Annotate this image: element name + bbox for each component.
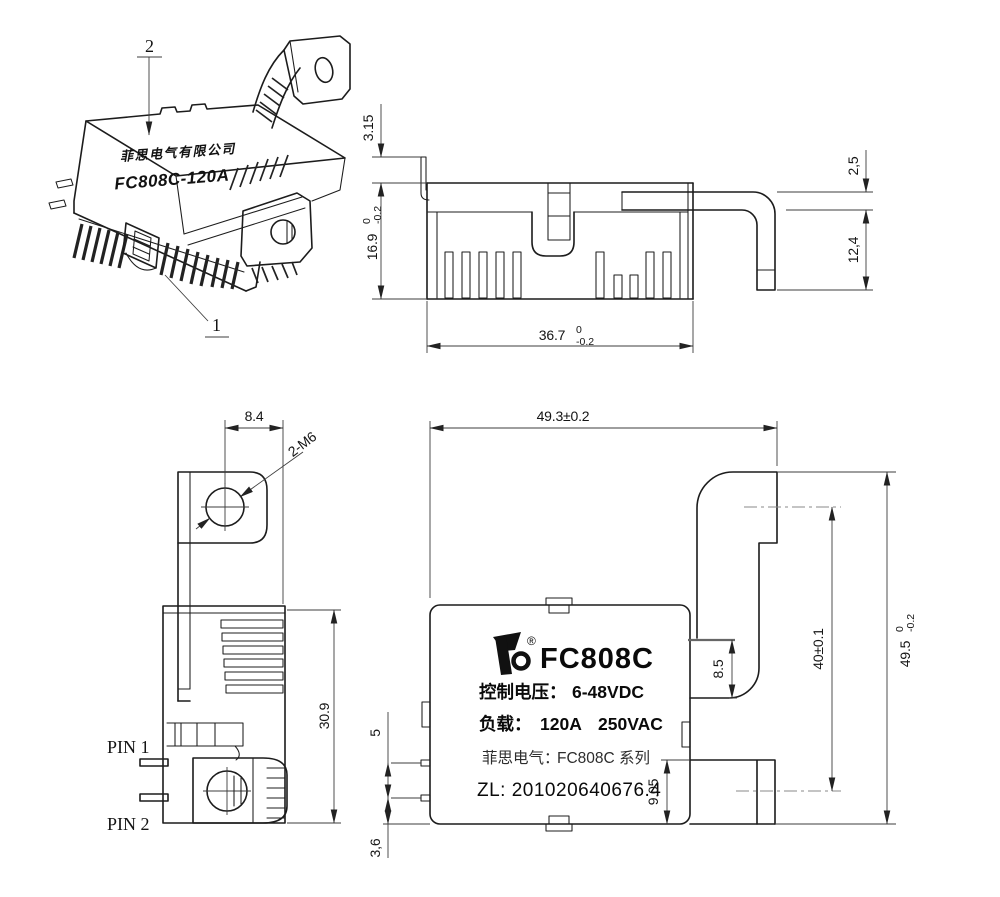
dim-left-body-height: 30.9 (316, 702, 332, 729)
svg-text:-0.2: -0.2 (372, 206, 384, 224)
label-row2-voltage: 250VAC (598, 714, 663, 734)
side-center-tab (547, 182, 571, 241)
dim-body-height-group: 16.9 0 -0.2 (361, 206, 384, 260)
svg-text:0: 0 (361, 218, 373, 224)
pin1-label: PIN 1 (107, 737, 150, 757)
label-row2-current: 120A (540, 714, 582, 734)
iso-lower-terminal-hole (270, 219, 296, 245)
left-top-lug (177, 471, 268, 544)
dim-flange-height: 3.15 (360, 114, 376, 141)
front-bottom-block (689, 759, 776, 825)
dim-total-height-group: 49.5 0 -0.2 (894, 614, 917, 667)
left-lug-side-hatch (266, 767, 286, 819)
dim-pin-pitch: 5 (367, 729, 383, 737)
left-pin-1 (139, 758, 169, 767)
side-u-cut (531, 211, 575, 257)
front-right-latch (681, 721, 691, 748)
svg-text:-0.2: -0.2 (576, 336, 594, 348)
iso-serration-band (229, 154, 289, 191)
iso-lower-terminal (229, 154, 313, 284)
dim-step: 8.5 (710, 659, 726, 678)
pin2-label: PIN 2 (107, 814, 150, 834)
left-pin-2 (139, 793, 169, 802)
label-row3-value: FC808C 系列 (557, 749, 650, 767)
front-left-latch (421, 701, 431, 728)
left-view-outline (139, 471, 288, 824)
callout-1-leader (164, 274, 209, 322)
callout-2: 2 (145, 36, 154, 56)
side-view-outline (420, 156, 776, 300)
left-din-clip (166, 722, 244, 761)
dim-total-height: 49.5 (897, 640, 913, 667)
dim-hole-offset: 8.4 (245, 408, 264, 424)
front-view: ® FC808C 控制电压： 6-48VDC 负载： 120A 250VAC 菲… (367, 408, 917, 858)
side-flange (420, 156, 430, 201)
dim-pin-offset: 3,6 (367, 838, 383, 857)
label-row3-key: 菲思电气： (482, 749, 560, 767)
label-row1-key: 控制电压： (479, 682, 567, 702)
side-bent-pin (621, 191, 776, 291)
iso-bent-terminal-arm (252, 35, 351, 129)
dim-front-width: 49.3±0.2 (537, 408, 590, 424)
left-bottom-lug (192, 757, 288, 824)
dim-pin-thickness: 2,5 (845, 156, 861, 175)
side-view: 3.15 16.9 0 -0.2 36.7 0 -0.2 2,5 12,4 (360, 104, 873, 353)
dim-hole-span: 40±0.1 (810, 628, 826, 670)
iso-center-clip (122, 222, 160, 271)
iso-hatch-under-lug (251, 261, 298, 284)
svg-text:-0.2: -0.2 (905, 614, 917, 632)
label-row2-key: 负载： (479, 714, 532, 734)
label-model: FC808C (540, 643, 654, 675)
label-row1-value: 6-48VDC (572, 682, 644, 702)
svg-text:0: 0 (576, 324, 582, 336)
callout-1: 1 (212, 315, 221, 335)
side-view-dimensions: 3.15 16.9 0 -0.2 36.7 0 -0.2 2,5 12,4 (360, 104, 873, 353)
product-label: ® FC808C 控制电压： 6-48VDC 负载： 120A 250VAC 菲… (477, 632, 663, 801)
label-patent-number: ZL: 201020640676.4 (477, 780, 661, 801)
iso-arm-serration (255, 77, 289, 123)
iso-arm-hole (314, 56, 334, 84)
front-view-dimensions: 49.3±0.2 5 3,6 8.5 9.05 40±0.1 49.5 0 (367, 408, 917, 858)
registered-mark: ® (527, 634, 536, 648)
dim-block-height: 9.05 (645, 778, 661, 805)
iso-coil-pin-1 (55, 178, 74, 189)
left-vent-slots (220, 619, 284, 694)
dim-body-width: 36.7 (539, 327, 566, 343)
svg-text:0: 0 (894, 626, 906, 632)
dim-pin-length: 12,4 (845, 236, 861, 263)
iso-coil-pin-2 (48, 199, 67, 210)
side-ribs (444, 251, 672, 299)
dim-body-height: 16.9 (364, 233, 380, 260)
